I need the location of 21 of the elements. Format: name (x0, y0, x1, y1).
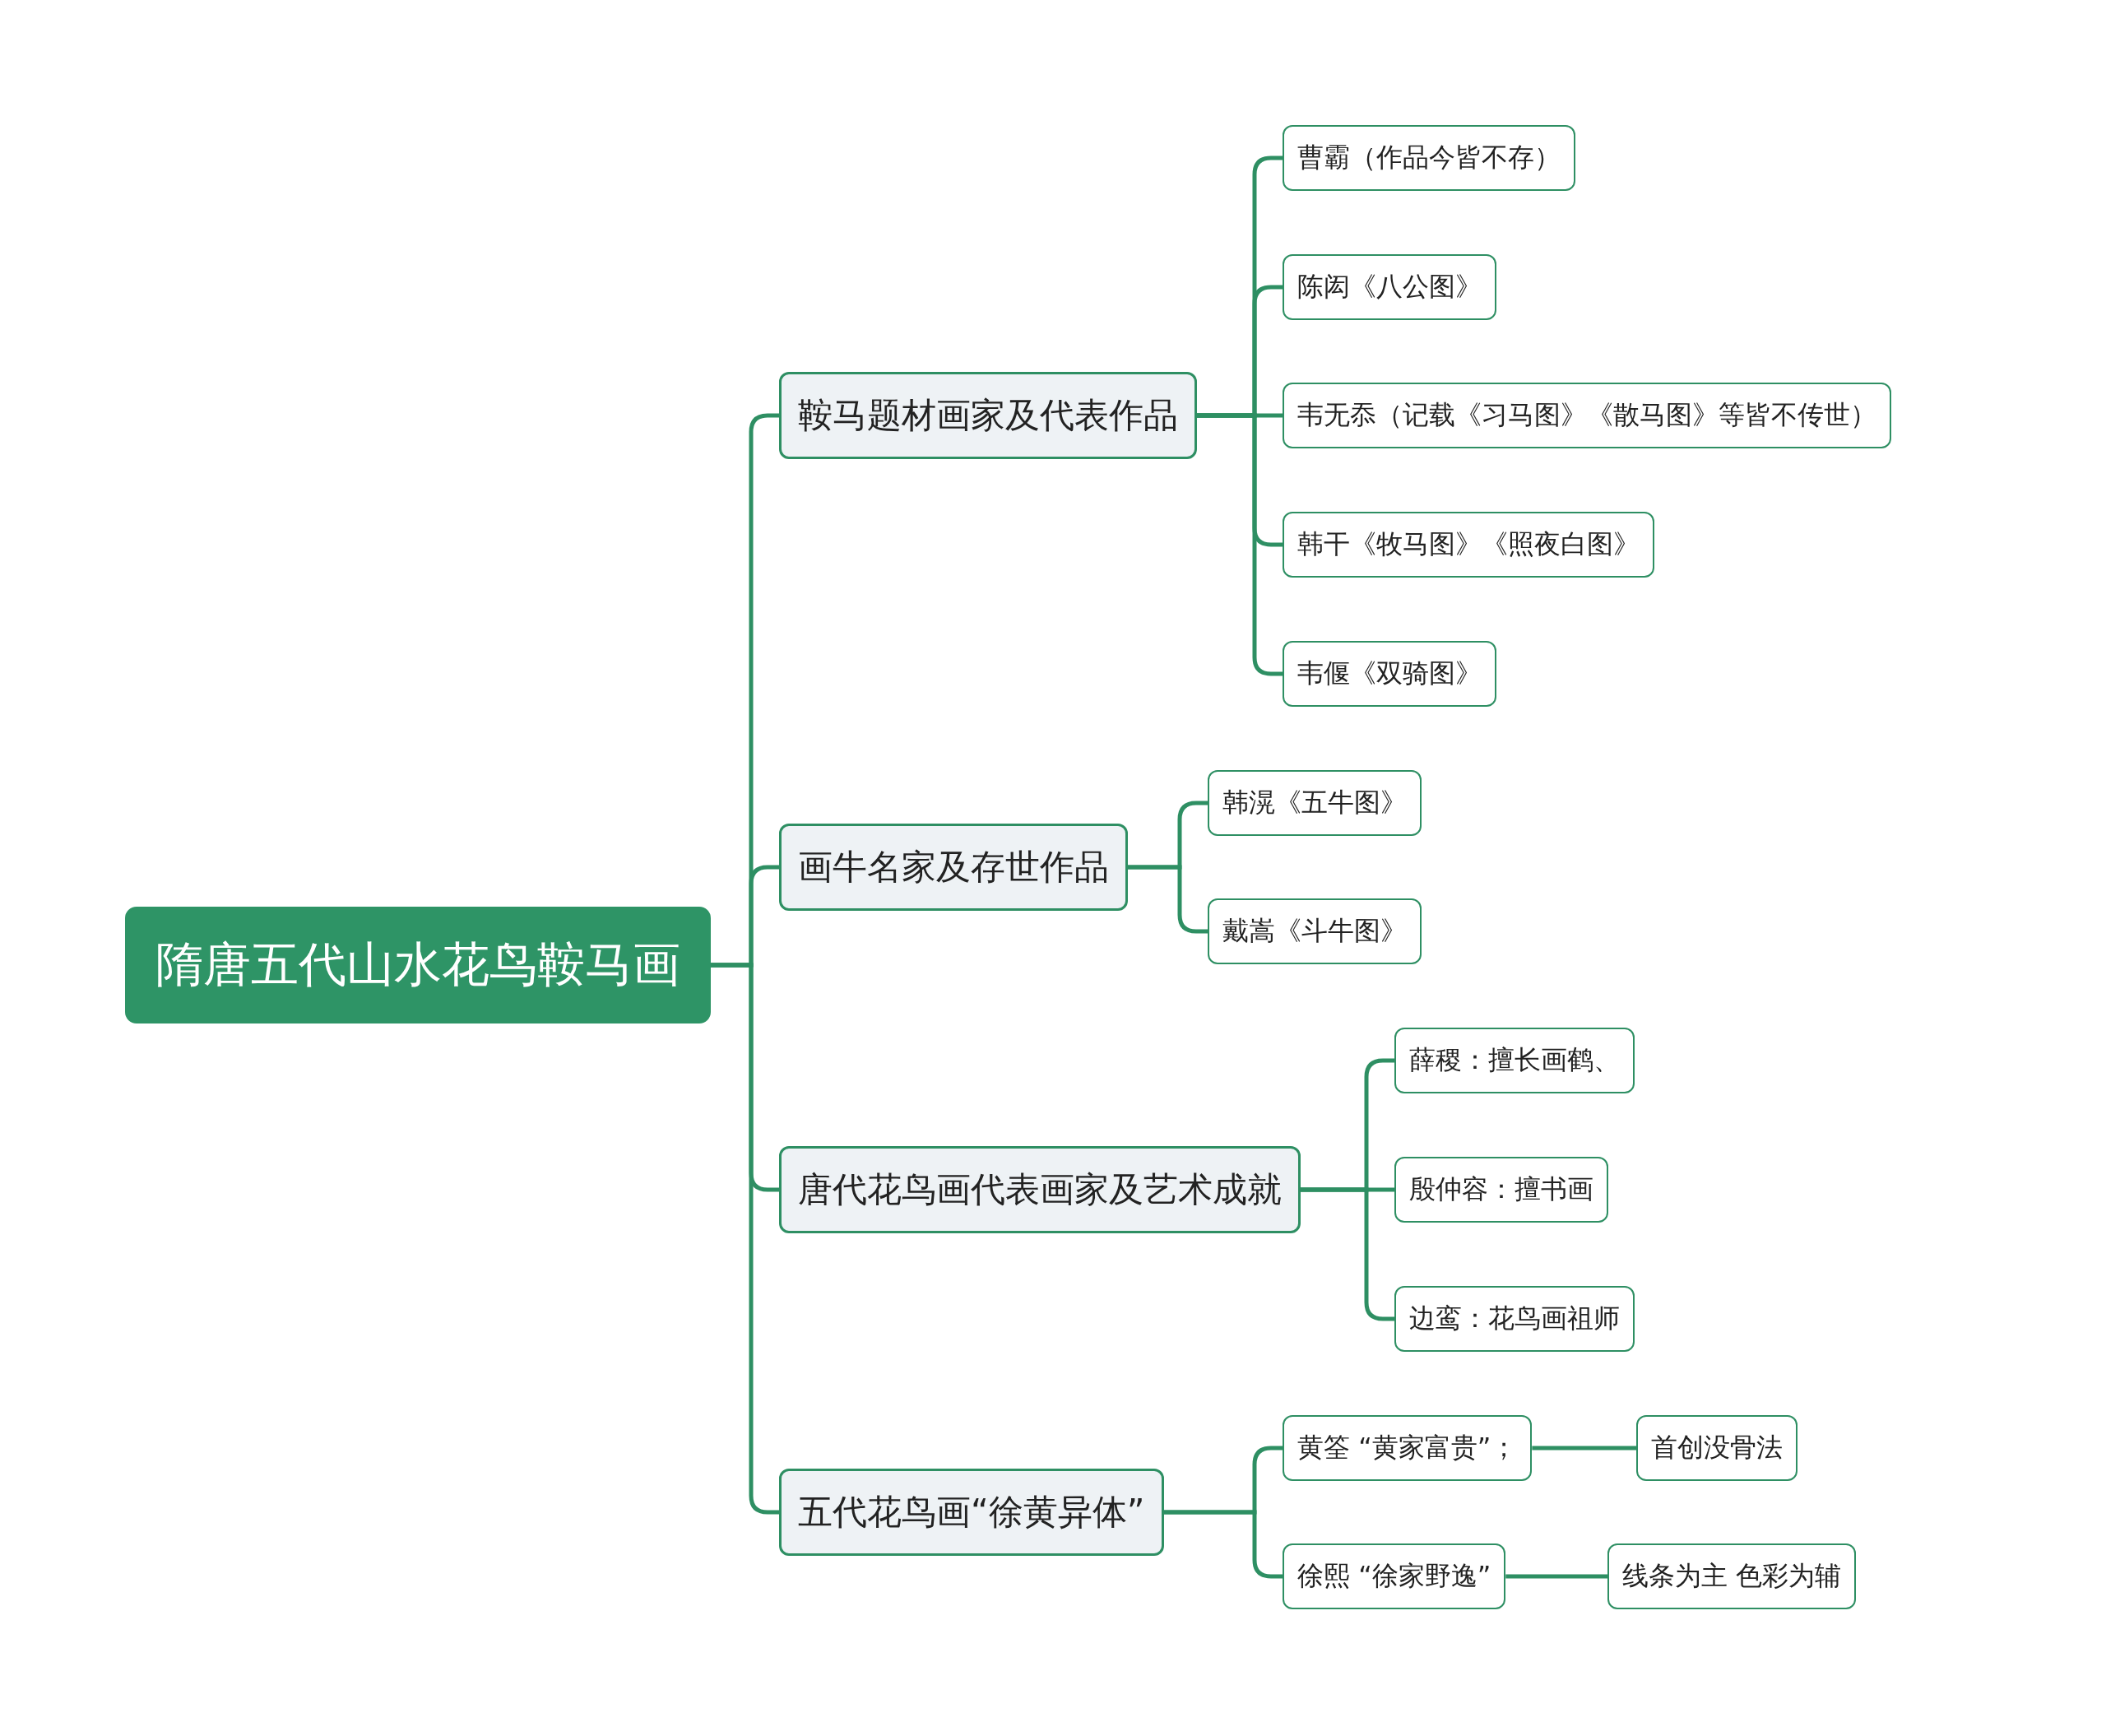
subtopic-box: 陈闳《八公图》 (1283, 254, 1496, 320)
topic-box: 五代花鸟画“徐黄异体” (779, 1469, 1164, 1556)
topic-box: 画牛名家及存世作品 (779, 824, 1128, 911)
topic-box: 鞍马题材画家及代表作品 (779, 372, 1197, 459)
subtopic-box: 韩干《牧马图》《照夜白图》 (1283, 512, 1654, 578)
subtopic-box: 徐熙 “徐家野逸” (1283, 1543, 1506, 1609)
subtopic-box: 殷仲容：擅书画 (1394, 1157, 1608, 1223)
subtopic-box: 曹霸（作品今皆不存） (1283, 125, 1575, 191)
subtopic-box: 韦无忝（记载《习马图》《散马图》等皆不传世） (1283, 383, 1891, 448)
connector-line (1505, 1574, 1607, 1579)
subtopic-box: 线条为主 色彩为辅 (1607, 1543, 1857, 1609)
subtopic-box: 韦偃《双骑图》 (1283, 641, 1496, 707)
subtopic-box: 边鸾：花鸟画祖师 (1394, 1286, 1635, 1352)
topic-box: 唐代花鸟画代表画家及艺术成就 (779, 1146, 1301, 1233)
subtopic-box: 戴嵩《斗牛图》 (1208, 898, 1422, 964)
subtopic-box: 首创没骨法 (1636, 1415, 1798, 1481)
subtopic-box: 薛稷：擅长画鹤、 (1394, 1028, 1635, 1093)
subtopic-box: 黄筌 “黄家富贵”； (1283, 1415, 1533, 1481)
central-topic-box: 隋唐五代山水花鸟鞍马画 (125, 907, 711, 1023)
subtopic-box: 韩滉《五牛图》 (1208, 770, 1422, 836)
connector-line (1532, 1446, 1636, 1451)
